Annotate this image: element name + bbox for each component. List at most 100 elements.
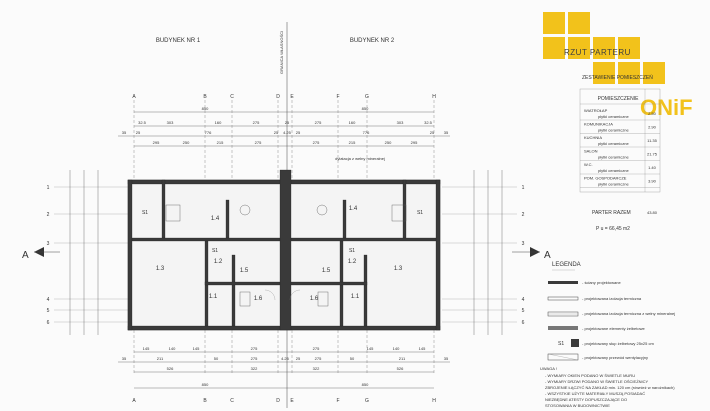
svg-text:275: 275 [313,346,320,351]
schedule-row-area: 2.50 [648,111,657,116]
svg-text:- ściany projektowane: - ściany projektowane [582,280,621,285]
schedule-row-name: KUCHNIA [584,135,602,140]
svg-text:4.25: 4.25 [281,356,290,361]
svg-text:275: 275 [251,356,258,361]
axis-markers-bottom: A B C D E F G H [132,398,436,404]
svg-text:295: 295 [153,140,160,145]
schedule-title: ZESTAWIENIE POMIESZCZEŃ [582,74,653,81]
svg-text:G: G [365,398,369,404]
building-2-title: BUDYNEK NR 2 [350,38,395,44]
logo-square-3 [543,37,565,59]
svg-text:A: A [544,250,551,261]
svg-text:25: 25 [296,130,301,135]
legend-swatch-walls [548,281,578,284]
room-labels: 1.4 1.4 1.3 1.3 1.2 1.2 1.5 1.5 1.1 1.1 … [142,206,423,302]
svg-text:776: 776 [363,130,370,135]
svg-text:50: 50 [350,356,355,361]
svg-text:145: 145 [193,346,200,351]
legend-swatch-vent [547,353,579,361]
svg-text:275: 275 [255,140,262,145]
svg-text:5: 5 [47,308,50,314]
logo-title: RZUT PARTERU [564,48,631,57]
schedule-row-finish: płytki ceramiczne [598,168,629,173]
schedule-row-finish: płytki ceramiczne [598,155,629,160]
room-schedule: ZESTAWIENIE POMIESZCZEŃ POMIESZCZENIE [579,74,661,193]
svg-text:S1: S1 [212,248,218,254]
svg-text:850: 850 [202,106,209,111]
svg-text:A: A [22,250,29,261]
schedule-row-finish: płytki ceramiczne [598,141,629,146]
legend-swatch-insulation [547,296,579,301]
schedule-row-name: POM. GOSPODARCZE [584,176,627,181]
axis-B-top: B [203,94,207,100]
svg-text:25: 25 [274,130,279,135]
schedule-header: POMIESZCZENIE [598,96,640,102]
legend-swatch-column [571,339,579,347]
svg-text:A: A [132,398,136,404]
svg-text:140: 140 [169,346,176,351]
room-1-6-right: 1.6 [310,296,319,302]
schedule-row-name: KOMUNIKACJA [584,122,613,127]
svg-text:211: 211 [399,356,406,361]
row-markers: 1 2 3 4 5 6 1 2 3 4 5 6 [47,170,525,335]
axis-E-top: E [290,94,294,100]
svg-text:25: 25 [296,356,301,361]
svg-text:- projektowana izolacja termic: - projektowana izolacja termiczna z wełn… [582,311,675,316]
room-1-3-right: 1.3 [394,266,403,272]
room-1-1-left: 1.1 [209,294,218,300]
room-1-3-left: 1.3 [156,266,165,272]
svg-text:1: 1 [47,185,50,191]
room-1-6-left: 1.6 [254,296,263,302]
wall-note: dylatacja z wełny mineralnej [335,156,385,161]
svg-text:215: 215 [217,140,224,145]
svg-text:2: 2 [522,212,525,218]
svg-text:- projektowane elementy żelbet: - projektowane elementy żelbetowe [582,326,645,331]
building-1-title: BUDYNEK NR 1 [156,38,201,44]
building-walls [127,169,441,331]
svg-text:295: 295 [411,140,418,145]
svg-text:850: 850 [362,382,369,387]
svg-text:211: 211 [157,356,164,361]
svg-text:275: 275 [251,346,258,351]
svg-text:32.5: 32.5 [424,120,433,125]
schedule-row-name: SALON [584,149,598,154]
svg-text:6: 6 [47,320,50,326]
party-wall [279,169,292,331]
svg-text:145: 145 [367,346,374,351]
schedule-row-area: 11.35 [647,138,657,143]
svg-text:776: 776 [205,130,212,135]
svg-text:3: 3 [522,241,525,247]
notes: UWAGA ! - WYMIARY OKIEN PODANO W ŚWIETLE… [540,366,675,408]
schedule-row-finish: płytki ceramiczne [598,114,629,119]
svg-text:160: 160 [215,120,222,125]
axis-A-top: A [132,94,136,100]
logo-square-7 [593,62,615,84]
svg-text:275: 275 [313,140,320,145]
logo-block: RZUT PARTERU ONiF [543,12,693,120]
schedule-row-area: 2.90 [648,125,657,130]
svg-text:- WYMIARY DRZWI PODANO W ŚWIET: - WYMIARY DRZWI PODANO W ŚWIETLE OŚCIEŻN… [545,379,649,384]
svg-text:3: 3 [47,241,50,247]
svg-text:2: 2 [47,212,50,218]
axis-markers-top: A B C D E F G H [132,94,436,100]
svg-text:275: 275 [315,120,322,125]
svg-text:S1: S1 [417,210,423,216]
svg-text:322: 322 [251,366,258,371]
axis-H-top: H [432,94,436,100]
svg-text:250: 250 [385,140,392,145]
room-1-2-right: 1.2 [348,259,357,265]
svg-text:35: 35 [122,356,127,361]
dimensions-bottom: 145 140 145 275 275 145 140 145 35 211 5… [118,346,450,389]
svg-text:50: 50 [214,356,219,361]
room-1-4-right: 1.4 [349,206,358,212]
svg-text:32.5: 32.5 [138,120,147,125]
logo-square-4 [568,37,590,59]
svg-text:215: 215 [349,140,356,145]
room-1-2-left: 1.2 [214,259,223,265]
svg-text:526: 526 [167,366,174,371]
svg-text:250: 250 [183,140,190,145]
svg-text:- projektowany przewód wentyla: - projektowany przewód wentylacyjny [582,355,648,360]
schedule-row-finish: płytki ceramiczne [598,128,629,133]
